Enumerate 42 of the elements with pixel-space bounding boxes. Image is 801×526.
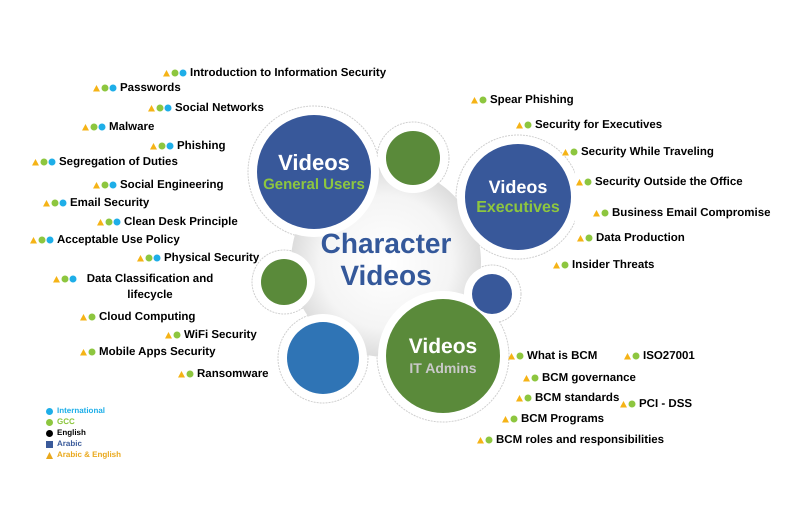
topic-label: BCM governance bbox=[542, 371, 636, 386]
topic-label: Mobile Apps Security bbox=[99, 345, 216, 360]
topic-label: Cloud Computing bbox=[99, 310, 196, 325]
legend-label: English bbox=[57, 428, 86, 438]
node-title: Videos bbox=[488, 176, 548, 198]
topic-label: Physical Security bbox=[164, 251, 260, 266]
legend-label: GCC bbox=[57, 417, 75, 427]
legend-label: Arabic bbox=[57, 439, 82, 449]
node-title: Videos bbox=[408, 334, 478, 360]
node-subtitle: Executives bbox=[476, 198, 560, 218]
topic-label: Acceptable Use Policy bbox=[57, 233, 180, 248]
topic-label: Segregation of Duties bbox=[59, 155, 178, 170]
topic-label: Security While Traveling bbox=[581, 145, 714, 160]
topic-label: Email Security bbox=[70, 196, 150, 211]
topic-label: Security Outside the Office bbox=[595, 175, 743, 190]
node-subtitle: IT Admins bbox=[409, 360, 477, 378]
topic-label: WiFi Security bbox=[184, 328, 257, 343]
topic-label: Introduction to Information Security bbox=[190, 66, 386, 81]
topic-label: Security for Executives bbox=[535, 118, 662, 133]
topic-label: Business Email Compromise bbox=[612, 206, 770, 221]
node-subtitle: General Users bbox=[263, 176, 365, 196]
topic-label: Insider Threats bbox=[572, 258, 654, 273]
legend-label: Arabic & English bbox=[57, 450, 122, 460]
topic-label: Data Classification and lifecycle bbox=[86, 272, 214, 303]
legend-label: International bbox=[57, 406, 106, 416]
topic-label: Social Engineering bbox=[120, 178, 224, 193]
topic-label: BCM Programs bbox=[521, 412, 604, 427]
topic-label: Ransomware bbox=[197, 367, 269, 382]
node-title: Videos bbox=[278, 148, 350, 176]
topic-label: Passwords bbox=[120, 81, 181, 96]
topic-label: Spear Phishing bbox=[490, 93, 574, 108]
topic-label: BCM roles and responsibilities bbox=[496, 433, 664, 448]
topic-label: ISO27001 bbox=[643, 349, 695, 364]
topic-label: What is BCM bbox=[527, 349, 598, 364]
topic-label: Data Production bbox=[596, 231, 685, 246]
topic-label: Social Networks bbox=[175, 101, 264, 116]
hub-title: Character Videos bbox=[316, 228, 456, 292]
topic-label: BCM standards bbox=[535, 391, 620, 406]
topic-label: Malware bbox=[109, 120, 154, 135]
topic-label: Clean Desk Principle bbox=[124, 215, 238, 230]
topic-label: PCI - DSS bbox=[639, 397, 692, 412]
topic-label: Phishing bbox=[177, 139, 226, 154]
